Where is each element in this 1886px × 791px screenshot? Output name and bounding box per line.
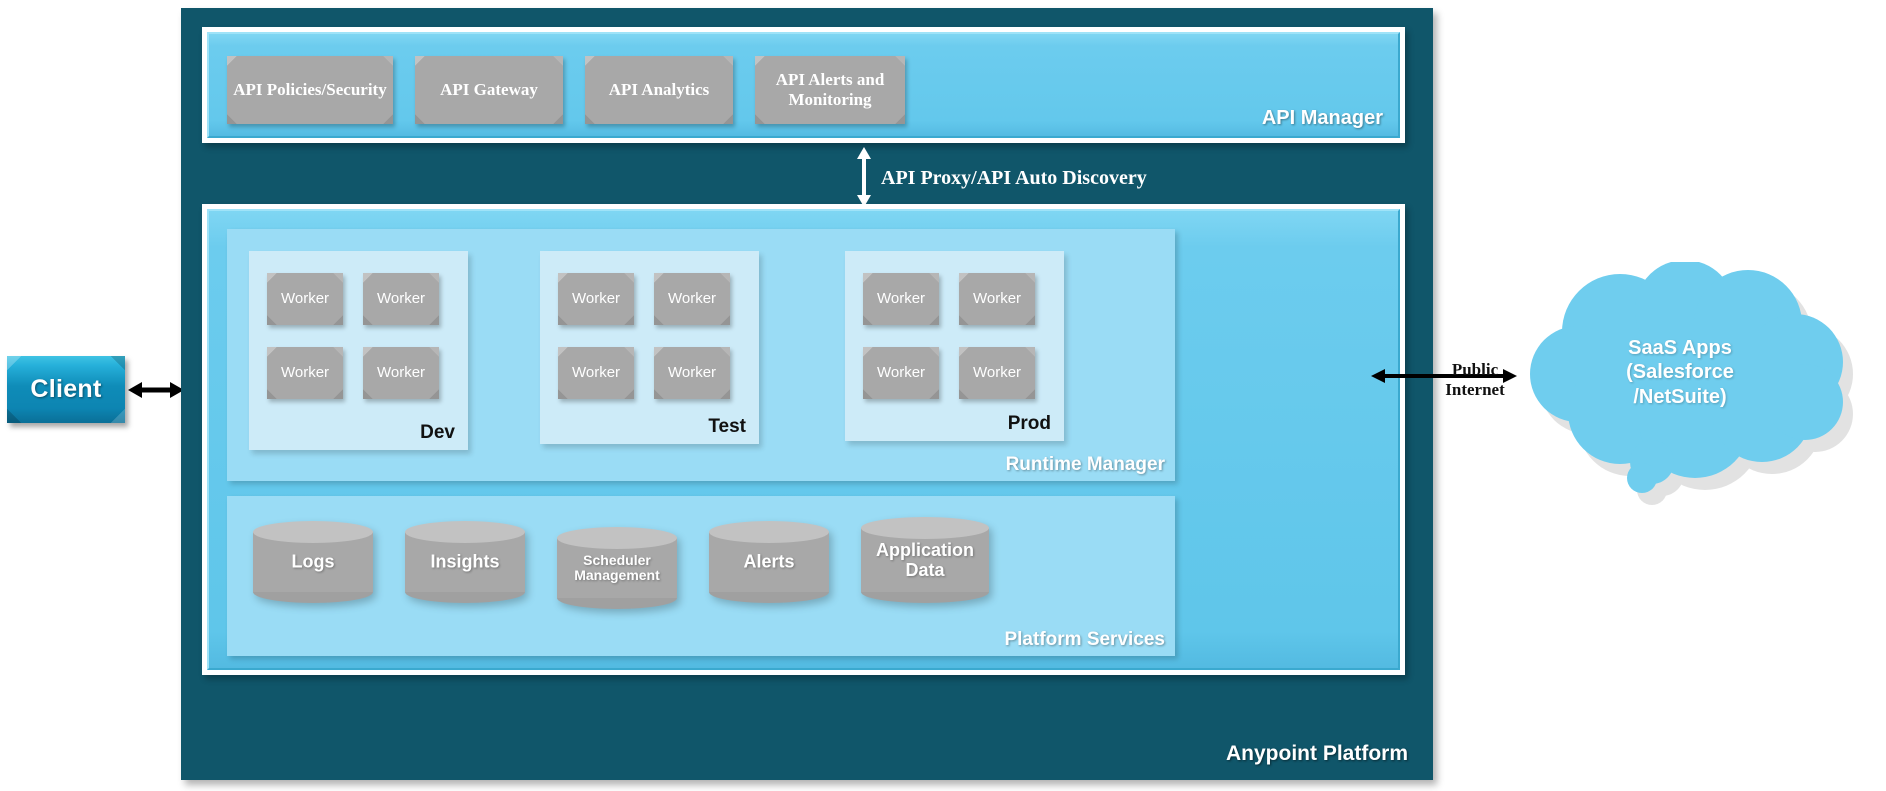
cylinder-top-icon: [709, 521, 829, 543]
cloud-icon: [1530, 262, 1853, 505]
api-tile-policies-security[interactable]: API Policies/Security: [227, 56, 393, 124]
api-tile-label: API Policies/Security: [233, 80, 387, 100]
worker-grid: Worker Worker Worker Worker: [267, 273, 439, 399]
worker-label: Worker: [376, 290, 426, 308]
service-cylinder-application-data[interactable]: Application Data: [861, 517, 989, 603]
platform-services-label: Platform Services: [1004, 629, 1165, 650]
service-label-alerts: Alerts: [743, 551, 795, 572]
worker-label: Worker: [876, 364, 926, 382]
service-cylinder-insights[interactable]: Insights: [405, 521, 525, 603]
service-cylinder-scheduler-management[interactable]: Scheduler Management: [557, 527, 677, 609]
runtime-manager-label: Runtime Manager: [1005, 454, 1165, 475]
service-cylinder-alerts[interactable]: Alerts: [709, 521, 829, 603]
public-internet-label: Public Internet: [1445, 360, 1505, 399]
service-label-insights: Insights: [430, 551, 500, 572]
api-manager-panel: API Policies/Security API Gateway API An…: [202, 27, 1405, 143]
worker-label: Worker: [376, 364, 426, 382]
worker-label: Worker: [280, 364, 330, 382]
platform-body-panel: Worker Worker Worker Worker: [202, 204, 1405, 675]
worker-box[interactable]: Worker: [863, 273, 939, 325]
worker-box[interactable]: Worker: [558, 273, 634, 325]
worker-grid: Worker Worker Worker Worker: [558, 273, 730, 399]
cylinder-top-icon: [861, 517, 989, 539]
api-tile-analytics[interactable]: API Analytics: [585, 56, 733, 124]
cylinder-top-icon: [253, 521, 373, 543]
platform-services-row: Logs Insights Scheduler Management: [253, 517, 989, 609]
api-manager-label: API Manager: [1261, 107, 1383, 129]
worker-box[interactable]: Worker: [363, 347, 439, 399]
environment-label-dev: Dev: [420, 422, 455, 443]
api-tile-label: API Alerts and Monitoring: [775, 70, 885, 109]
api-tile-label: API Gateway: [440, 80, 538, 100]
environment-label-test: Test: [708, 416, 746, 437]
environment-label-prod: Prod: [1007, 413, 1051, 434]
worker-box[interactable]: Worker: [363, 273, 439, 325]
platform-body-inner: Worker Worker Worker Worker: [207, 209, 1400, 670]
environment-dev[interactable]: Worker Worker Worker Worker: [249, 251, 468, 450]
worker-label: Worker: [571, 290, 621, 308]
service-label-application-data: Application Data: [876, 539, 974, 580]
worker-label: Worker: [280, 290, 330, 308]
worker-grid: Worker Worker Worker Worker: [863, 273, 1035, 399]
api-proxy-arrow-icon: [855, 147, 873, 207]
worker-box[interactable]: Worker: [959, 347, 1035, 399]
cylinder-top-icon: [405, 521, 525, 543]
client-platform-arrow: [128, 379, 184, 401]
cylinder-top-icon: [557, 527, 677, 549]
worker-label: Worker: [972, 290, 1022, 308]
anypoint-platform-label: Anypoint Platform: [1226, 742, 1408, 765]
api-manager-tiles: API Policies/Security API Gateway API An…: [227, 56, 905, 124]
api-manager-inner: API Policies/Security API Gateway API An…: [207, 32, 1400, 138]
environment-prod[interactable]: Worker Worker Worker Worker: [845, 251, 1064, 441]
platform-services-panel: Logs Insights Scheduler Management: [227, 496, 1175, 656]
anypoint-platform-panel: API Policies/Security API Gateway API An…: [181, 8, 1433, 780]
worker-box[interactable]: Worker: [654, 273, 730, 325]
worker-label: Worker: [876, 290, 926, 308]
worker-box[interactable]: Worker: [654, 347, 730, 399]
client-label: Client: [30, 375, 102, 403]
api-proxy-label: API Proxy/API Auto Discovery: [881, 167, 1147, 189]
worker-box[interactable]: Worker: [558, 347, 634, 399]
api-tile-alerts-monitoring[interactable]: API Alerts and Monitoring: [755, 56, 905, 124]
worker-box[interactable]: Worker: [267, 347, 343, 399]
worker-label: Worker: [667, 290, 717, 308]
service-label-scheduler-management: Scheduler Management: [574, 552, 660, 584]
service-cylinder-logs[interactable]: Logs: [253, 521, 373, 603]
worker-box[interactable]: Worker: [863, 347, 939, 399]
client-box[interactable]: Client: [7, 356, 125, 423]
public-internet-arrow-icon: [1371, 367, 1517, 385]
environment-row: Worker Worker Worker Worker: [249, 251, 1064, 450]
worker-label: Worker: [571, 364, 621, 382]
worker-box[interactable]: Worker: [267, 273, 343, 325]
worker-label: Worker: [972, 364, 1022, 382]
runtime-manager-panel: Worker Worker Worker Worker: [227, 229, 1175, 481]
api-tile-label: API Analytics: [608, 80, 710, 100]
environment-test[interactable]: Worker Worker Worker Worker: [540, 251, 759, 444]
api-tile-gateway[interactable]: API Gateway: [415, 56, 563, 124]
service-label-logs: Logs: [291, 551, 335, 572]
worker-box[interactable]: Worker: [959, 273, 1035, 325]
saas-apps-cloud[interactable]: SaaS Apps(Salesforce/NetSuite): [1500, 262, 1880, 512]
worker-label: Worker: [667, 364, 717, 382]
